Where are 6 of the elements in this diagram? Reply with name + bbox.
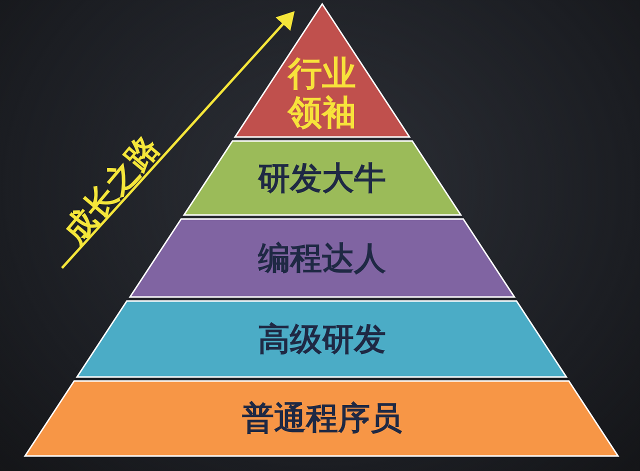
tier-label: 研发大牛 [258, 160, 386, 196]
side-label: 成长之路 [54, 127, 168, 253]
tier-label: 行业领袖 [286, 54, 357, 133]
tier-label: 编程达人 [258, 240, 386, 276]
tier-label: 高级研发 [258, 320, 386, 358]
tier-label: 普通程序员 [242, 400, 402, 437]
